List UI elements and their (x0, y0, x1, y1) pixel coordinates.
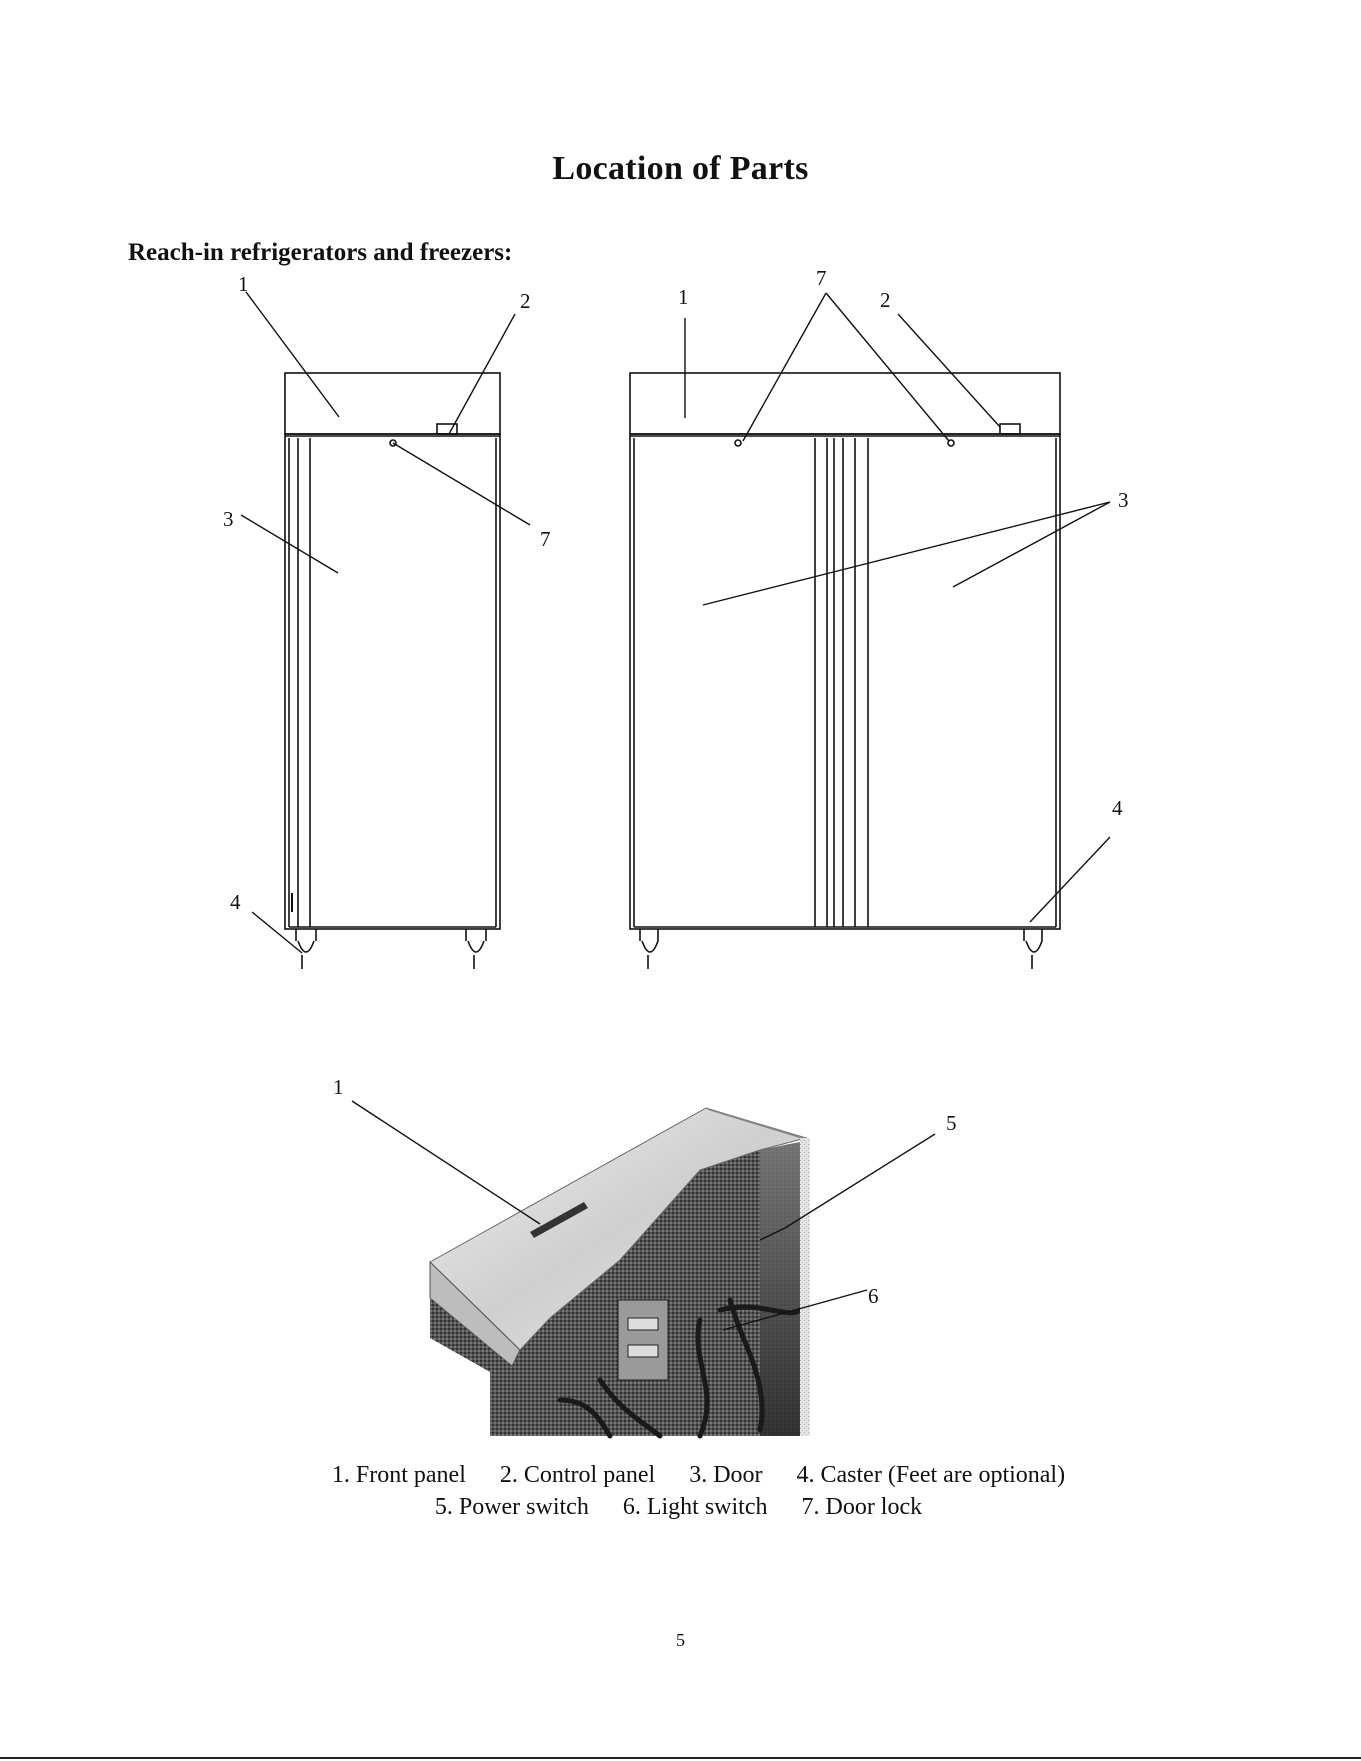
page-number: 5 (0, 1630, 1361, 1651)
legend-line-2: 5. Power switch 6. Light switch 7. Door lo… (0, 1494, 1359, 1521)
legend-item-door-lock: 7. Door lock (801, 1494, 922, 1521)
legend-item-front-panel: 1. Front panel (332, 1462, 466, 1489)
switch-box (618, 1300, 668, 1380)
legend-item-control-panel: 2. Control panel (500, 1462, 655, 1489)
legend-line-1: 1. Front panel 2. Control panel 3. Door 4. … (18, 1462, 1361, 1489)
legend-item-power-switch: 5. Power switch (435, 1494, 589, 1521)
bottom-rule (0, 1757, 1361, 1759)
callout-1-photo: 1 (333, 1075, 344, 1099)
legend-item-caster: 4. Caster (Feet are optional) (797, 1462, 1066, 1489)
callout-5-photo: 5 (946, 1111, 957, 1135)
legend-item-door: 3. Door (689, 1462, 762, 1489)
callout-6-photo: 6 (868, 1284, 879, 1308)
legend-item-light-switch: 6. Light switch (623, 1494, 768, 1521)
